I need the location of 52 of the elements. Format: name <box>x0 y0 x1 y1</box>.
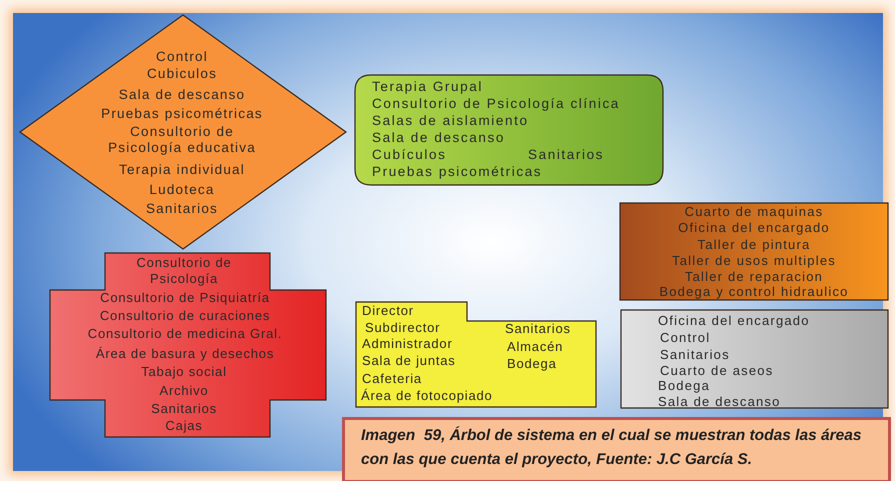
room-name: Oficina del encargado <box>677 220 831 236</box>
room-name: Oficina del encargado <box>658 313 810 329</box>
area-box <box>620 203 888 300</box>
room-name: Archivo <box>158 383 210 399</box>
room-name: Consultorio de Psicología clínica <box>372 96 620 112</box>
room-name: Consultorio de medicina Gral. <box>86 326 284 342</box>
room-name: Tabajo social <box>140 364 228 380</box>
room-name: Taller de pintura <box>696 237 812 253</box>
room-name: Cubiculos <box>146 66 218 82</box>
room-name: Sala de juntas <box>362 353 456 369</box>
room-name: Cuarto de maquinas <box>684 204 824 220</box>
room-name: Taller de reparacion <box>684 269 824 285</box>
figure-caption: Imagen 59, Árbol de sistema en el cual se muestran todas las áreas con las que cuenta el proyecto, Fuente: J.C García S. <box>342 417 891 481</box>
room-name: Salas de aislamiento <box>372 113 529 129</box>
room-name: Cafeteria <box>362 371 422 387</box>
folder-area <box>356 302 596 407</box>
room-name: Control <box>660 330 710 346</box>
room-name: Administrador <box>362 336 453 352</box>
room-name: Área de fotocopiado <box>361 388 493 404</box>
room-name: Consultorio de Psicología <box>135 255 233 287</box>
room-name: Taller de usos multiples <box>671 253 837 269</box>
room-name: Sanitarios <box>150 401 218 417</box>
room-name: Subdirector <box>365 320 440 336</box>
room-name: Pruebas psicométricas <box>372 164 542 180</box>
room-name: Sanitarios <box>144 201 220 217</box>
room-name: Bodega <box>658 378 710 394</box>
area-box <box>621 310 888 408</box>
room-name: Director <box>362 303 414 319</box>
room-name: Terapia individual <box>118 162 246 178</box>
rounded-area-box <box>355 75 663 185</box>
room-name: Sanitarios <box>505 321 571 337</box>
room-name: Consultorio de Psiquiatría <box>99 290 271 306</box>
room-name: Cajas <box>164 418 204 434</box>
room-name: Cubículos <box>372 147 446 163</box>
room-name: Ludoteca <box>148 182 216 198</box>
cross-area <box>50 253 326 437</box>
room-name: Pruebas psicométricas <box>100 106 264 122</box>
room-name: Bodega y control hidraulico <box>658 284 850 300</box>
room-name: Control <box>155 49 209 65</box>
room-name: Consultorio de Psicología educativa <box>107 124 257 156</box>
diamond-area <box>20 15 346 249</box>
room-name: Sanitarios <box>660 347 730 363</box>
room-name: Sanitarios <box>528 147 604 163</box>
room-name: Terapia Grupal <box>372 79 483 95</box>
room-name: Almacén <box>507 339 564 355</box>
room-name: Bodega <box>507 356 557 372</box>
room-name: Área de basura y desechos <box>94 346 276 362</box>
room-name: Sala de descanso <box>118 87 246 103</box>
room-name: Consultorio de curaciones <box>98 308 272 324</box>
room-name: Cuarto de aseos <box>660 363 774 379</box>
room-name: Sala de descanso <box>372 130 505 146</box>
room-name: Sala de descanso <box>658 394 781 410</box>
